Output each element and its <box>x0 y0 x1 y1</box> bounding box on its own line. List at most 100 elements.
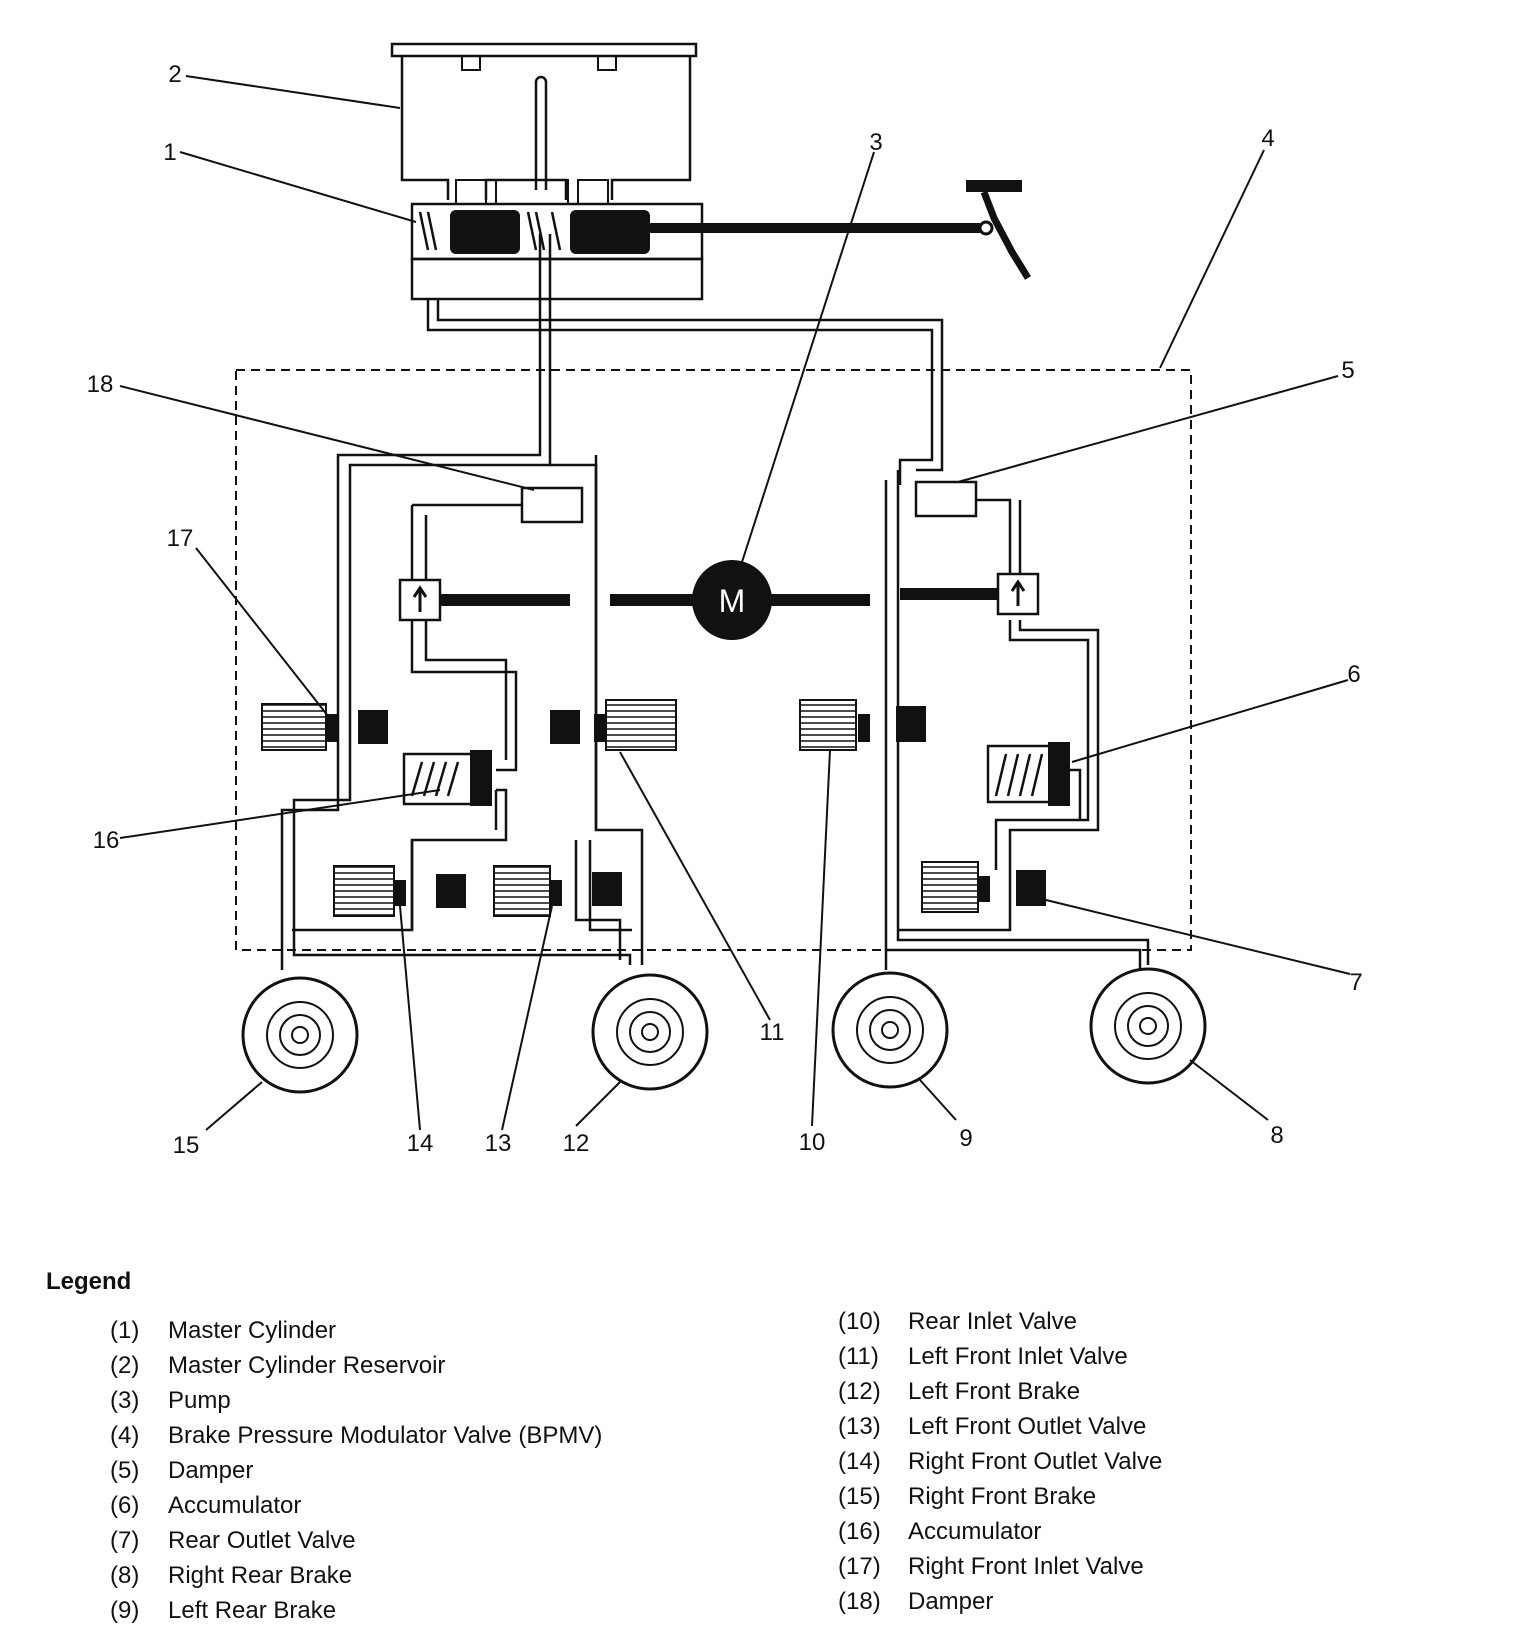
legend-item: (1) Master Cylinder <box>110 1313 602 1348</box>
legend-number: (6) <box>110 1492 140 1519</box>
brake-pedal <box>966 180 1031 280</box>
legend-title: Legend <box>46 1268 132 1295</box>
callout-17: 17 <box>167 525 194 552</box>
legend-label: Left Front Brake <box>908 1378 1081 1405</box>
left-front-outlet-valve <box>493 865 622 917</box>
callout-1: 1 <box>163 139 176 166</box>
callout-13: 13 <box>485 1130 512 1157</box>
legend-number: (5) <box>110 1457 140 1484</box>
legend-number: (8) <box>110 1562 140 1589</box>
legend-label: Accumulator <box>908 1518 1042 1545</box>
legend-item: (15) Right Front Brake <box>838 1479 1162 1514</box>
legend-column-left: (1) Master Cylinder (2) Master Cylinder Re… <box>110 1313 602 1628</box>
legend-item: (16) Accumulator <box>838 1514 1162 1549</box>
legend-number: (16) <box>838 1518 881 1545</box>
legend-item: (9) Left Rear Brake <box>110 1593 602 1628</box>
legend-label: Right Rear Brake <box>168 1562 353 1589</box>
bpmv-boundary <box>235 369 1192 951</box>
left-front-inlet-valve <box>550 699 677 751</box>
leader-lines <box>119 75 1351 1131</box>
abs-hydraulic-diagram: M <box>87 42 1363 1159</box>
legend-item: (12) Left Front Brake <box>838 1374 1162 1409</box>
legend-item: (11) Left Front Inlet Valve <box>838 1339 1162 1374</box>
legend-label: Pump <box>168 1387 231 1414</box>
legend-number: (7) <box>110 1527 140 1554</box>
right-front-outlet-valve <box>333 865 466 917</box>
callout-2: 2 <box>168 61 181 88</box>
legend-number: (14) <box>838 1448 881 1475</box>
pump-element-right <box>900 572 1040 616</box>
callout-5: 5 <box>1341 357 1354 384</box>
left-front-brake-wheel <box>591 973 709 1091</box>
pump-motor: M <box>692 560 772 640</box>
legend-number: (3) <box>110 1387 140 1414</box>
callout-12: 12 <box>563 1130 590 1157</box>
legend-item: (4) Brake Pressure Modulator Valve (BPMV) <box>110 1418 602 1453</box>
legend-label: Rear Inlet Valve <box>908 1308 1077 1335</box>
legend-label: Right Front Inlet Valve <box>908 1553 1144 1580</box>
legend-label: Left Rear Brake <box>168 1597 337 1624</box>
legend-number: (15) <box>838 1483 881 1510</box>
legend-label: Accumulator <box>168 1492 302 1519</box>
legend-item: (8) Right Rear Brake <box>110 1558 602 1593</box>
callout-11: 11 <box>760 1019 785 1046</box>
legend-label: Damper <box>908 1588 994 1615</box>
callout-9: 9 <box>959 1125 972 1152</box>
damper-right <box>914 480 978 518</box>
pump-element-left <box>398 578 570 622</box>
legend-label: Right Front Brake <box>908 1483 1097 1510</box>
right-front-inlet-valve <box>261 703 388 751</box>
callout-10: 10 <box>799 1129 826 1156</box>
legend-item: (10) Rear Inlet Valve <box>838 1304 1162 1339</box>
legend-label: Right Front Outlet Valve <box>908 1448 1163 1475</box>
legend-label: Master Cylinder Reservoir <box>168 1352 446 1379</box>
legend-label: Rear Outlet Valve <box>168 1527 356 1554</box>
accumulator-rear <box>986 742 1070 806</box>
legend-number: (17) <box>838 1553 881 1580</box>
legend-number: (4) <box>110 1422 140 1449</box>
master-cylinder <box>410 202 980 301</box>
legend-item: (18) Damper <box>838 1584 1162 1619</box>
legend-item: (2) Master Cylinder Reservoir <box>110 1348 602 1383</box>
callout-16: 16 <box>93 827 120 854</box>
legend-number: (1) <box>110 1317 140 1344</box>
callout-15: 15 <box>173 1132 200 1159</box>
legend-number: (2) <box>110 1352 140 1379</box>
legend-number: (10) <box>838 1308 881 1335</box>
right-rear-brake-wheel <box>1089 967 1207 1085</box>
legend-number: (13) <box>838 1413 881 1440</box>
master-cylinder-reservoir <box>390 42 698 205</box>
callout-4: 4 <box>1261 125 1274 152</box>
legend-label: Brake Pressure Modulator Valve (BPMV) <box>168 1422 603 1449</box>
callout-labels: 1 2 3 4 5 6 7 8 9 10 11 12 13 14 15 16 1… <box>87 61 1363 1159</box>
callout-7: 7 <box>1349 969 1362 996</box>
callout-8: 8 <box>1270 1122 1283 1149</box>
legend-item: (17) Right Front Inlet Valve <box>838 1549 1162 1584</box>
rear-outlet-valve <box>921 861 1046 913</box>
legend-label: Left Front Inlet Valve <box>908 1343 1128 1370</box>
rear-inlet-valve <box>799 699 926 751</box>
callout-14: 14 <box>407 1130 434 1157</box>
legend-column-right: (10) Rear Inlet Valve (11) Left Front Inle… <box>838 1304 1162 1619</box>
legend-label: Left Front Outlet Valve <box>908 1413 1147 1440</box>
legend-number: (18) <box>838 1588 881 1615</box>
callout-6: 6 <box>1347 661 1360 688</box>
legend-number: (11) <box>838 1343 879 1370</box>
legend-label: Damper <box>168 1457 254 1484</box>
damper-left <box>520 486 584 524</box>
legend-item: (13) Left Front Outlet Valve <box>838 1409 1162 1444</box>
left-rear-brake-wheel <box>831 971 949 1089</box>
legend-item: (5) Damper <box>110 1453 602 1488</box>
hydraulic-lines <box>280 234 1150 975</box>
legend-number: (12) <box>838 1378 881 1405</box>
legend-item: (3) Pump <box>110 1383 602 1418</box>
motor-label: M <box>719 583 746 619</box>
callout-18: 18 <box>87 371 114 398</box>
accumulator-front <box>402 750 492 806</box>
callout-3: 3 <box>869 129 882 156</box>
legend-number: (9) <box>110 1597 140 1624</box>
legend-item: (7) Rear Outlet Valve <box>110 1523 602 1558</box>
right-front-brake-wheel <box>241 976 359 1094</box>
legend-item: (14) Right Front Outlet Valve <box>838 1444 1162 1479</box>
legend-label: Master Cylinder <box>168 1317 337 1344</box>
